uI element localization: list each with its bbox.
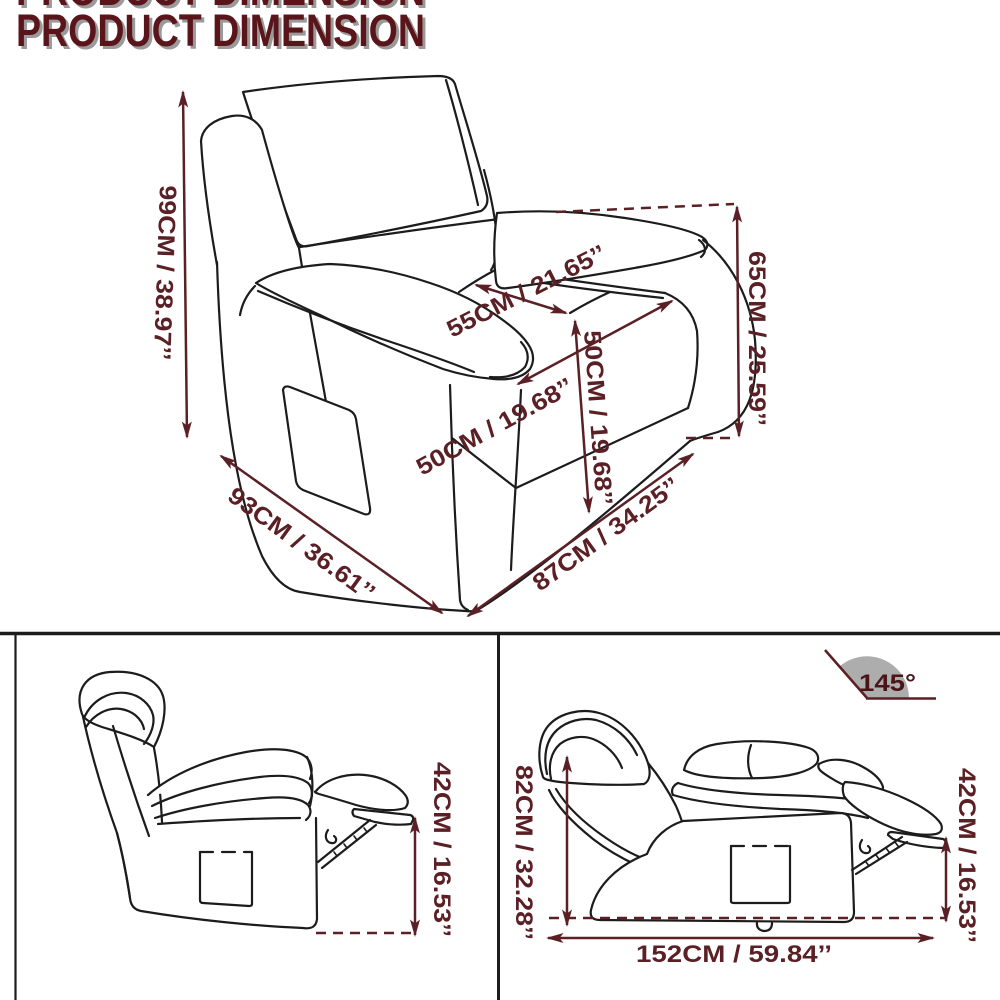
svg-text:PRODUCT DIMENSION: PRODUCT DIMENSION [16,0,425,15]
svg-text:152CM / 59.84’’: 152CM / 59.84’’ [636,941,832,968]
svg-text:82CM / 32.28’’: 82CM / 32.28’’ [510,765,537,940]
svg-text:145°: 145° [859,670,916,697]
svg-text:PRODUCT DIMENSION: PRODUCT DIMENSION [19,8,428,59]
svg-text:PRODUCT DIMENSION: PRODUCT DIMENSION [19,0,428,18]
svg-text:PRODUCT DIMENSION: PRODUCT DIMENSION [16,5,425,56]
svg-text:42CM / 16.53’’: 42CM / 16.53’’ [953,768,980,943]
svg-text:99CM / 38.97’’: 99CM / 38.97’’ [148,185,181,361]
svg-text:65CM / 25.59’’: 65CM / 25.59’’ [743,251,770,426]
svg-text:42CM / 16.53’’: 42CM / 16.53’’ [428,762,455,937]
